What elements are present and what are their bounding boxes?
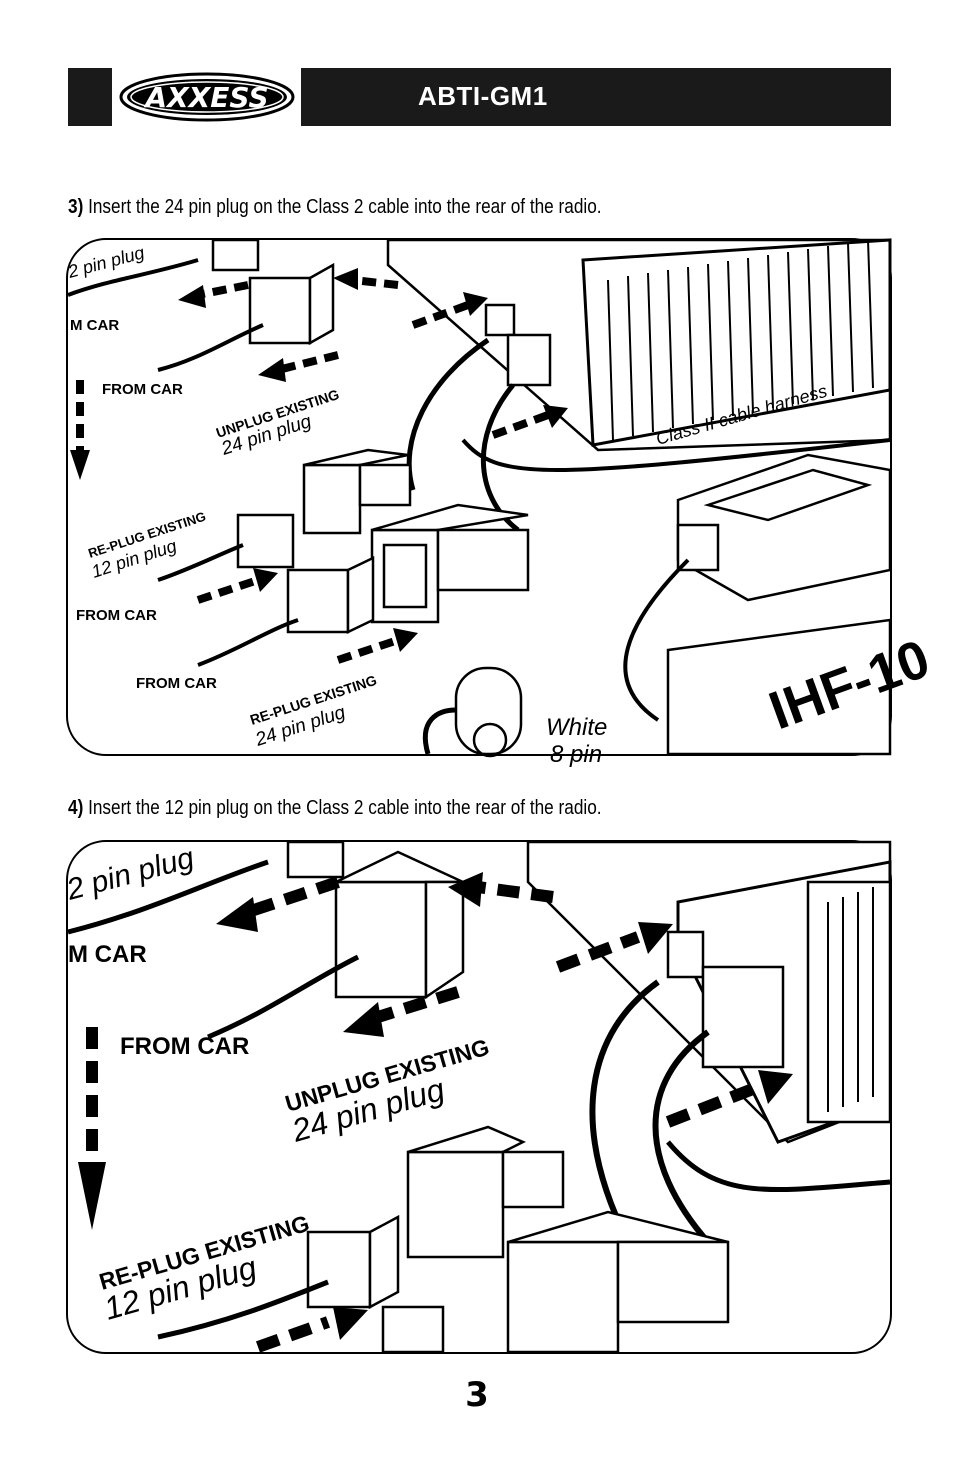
step-3-number: 3) (68, 196, 84, 218)
header-bar-left (68, 68, 112, 126)
step4-label-from-car-top: M CAR (68, 941, 147, 968)
logo-text: AXXESS (143, 81, 268, 114)
step3-label-from-car-top: M CAR (70, 317, 119, 334)
step-4-number: 4) (68, 797, 84, 819)
step-4-diagram: 2 pin plug M CAR FROM CAR UNPLUG EXISTIN… (62, 840, 892, 1354)
step3-label-white: White (546, 714, 607, 741)
step3-label-8-pin: 8 pin (550, 741, 602, 768)
step-4-illustration: 2 pin plug M CAR FROM CAR UNPLUG EXISTIN… (62, 840, 892, 1354)
header-bar-right (301, 68, 891, 126)
step-4-instruction: 4) Insert the 12 pin plug on the Class 2… (68, 797, 602, 820)
step-3-text: Insert the 24 pin plug on the Class 2 ca… (88, 196, 602, 218)
step3-label-from-car-1: FROM CAR (102, 381, 183, 398)
axxess-logo: AXXESS (119, 72, 295, 122)
step-3-diagram: 2 pin plug M CAR FROM CAR UNPLUG EXISTIN… (65, 238, 937, 768)
step4-label-from-car-1: FROM CAR (120, 1033, 249, 1060)
step3-label-from-car-3: FROM CAR (136, 675, 217, 692)
step-3-illustration: 2 pin plug M CAR FROM CAR UNPLUG EXISTIN… (65, 238, 937, 768)
page-header: AXXESS ABTI-GM1 (68, 68, 891, 126)
step-3-instruction: 3) Insert the 24 pin plug on the Class 2… (68, 196, 602, 219)
step-4-text: Insert the 12 pin plug on the Class 2 ca… (88, 797, 602, 819)
page-number: 3 (465, 1375, 489, 1415)
step3-label-from-car-2: FROM CAR (76, 607, 157, 624)
model-title: ABTI-GM1 (418, 81, 548, 111)
